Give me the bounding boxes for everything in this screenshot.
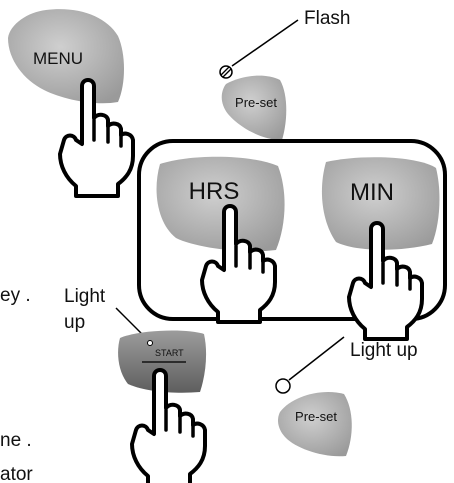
start-key[interactable]: START (118, 330, 207, 393)
indicator-light-icon (147, 340, 153, 346)
flash-label: Flash (304, 8, 350, 29)
light-up-right-leader (288, 336, 345, 381)
flash-leader-line (231, 19, 299, 67)
start-key-label: START (155, 348, 184, 358)
preset-key-bottom-label: Pre-set (295, 409, 337, 424)
preset-key-top[interactable]: Pre-set (221, 75, 287, 140)
hrs-key-label: HRS (189, 178, 240, 205)
min-key-label: MIN (350, 179, 394, 206)
hrs-key[interactable]: HRS (156, 156, 285, 252)
light-up-left-line1: Light (64, 286, 106, 307)
menu-key[interactable]: MENU (8, 9, 124, 104)
min-key[interactable]: MIN (321, 157, 440, 250)
cropped-text-fragment: ator (0, 464, 33, 483)
preset-key-top-label: Pre-set (235, 95, 277, 110)
cropped-text-fragment: ey . (0, 285, 31, 306)
cropped-text-fragment: ne . (0, 430, 32, 451)
menu-key-label: MENU (33, 49, 83, 68)
indicator-light-icon (219, 65, 233, 79)
indicator-light-icon (275, 378, 291, 394)
preset-key-bottom[interactable]: Pre-set (278, 392, 352, 457)
light-up-right-label: Light up (350, 340, 418, 361)
light-up-left-line2: up (64, 312, 85, 333)
